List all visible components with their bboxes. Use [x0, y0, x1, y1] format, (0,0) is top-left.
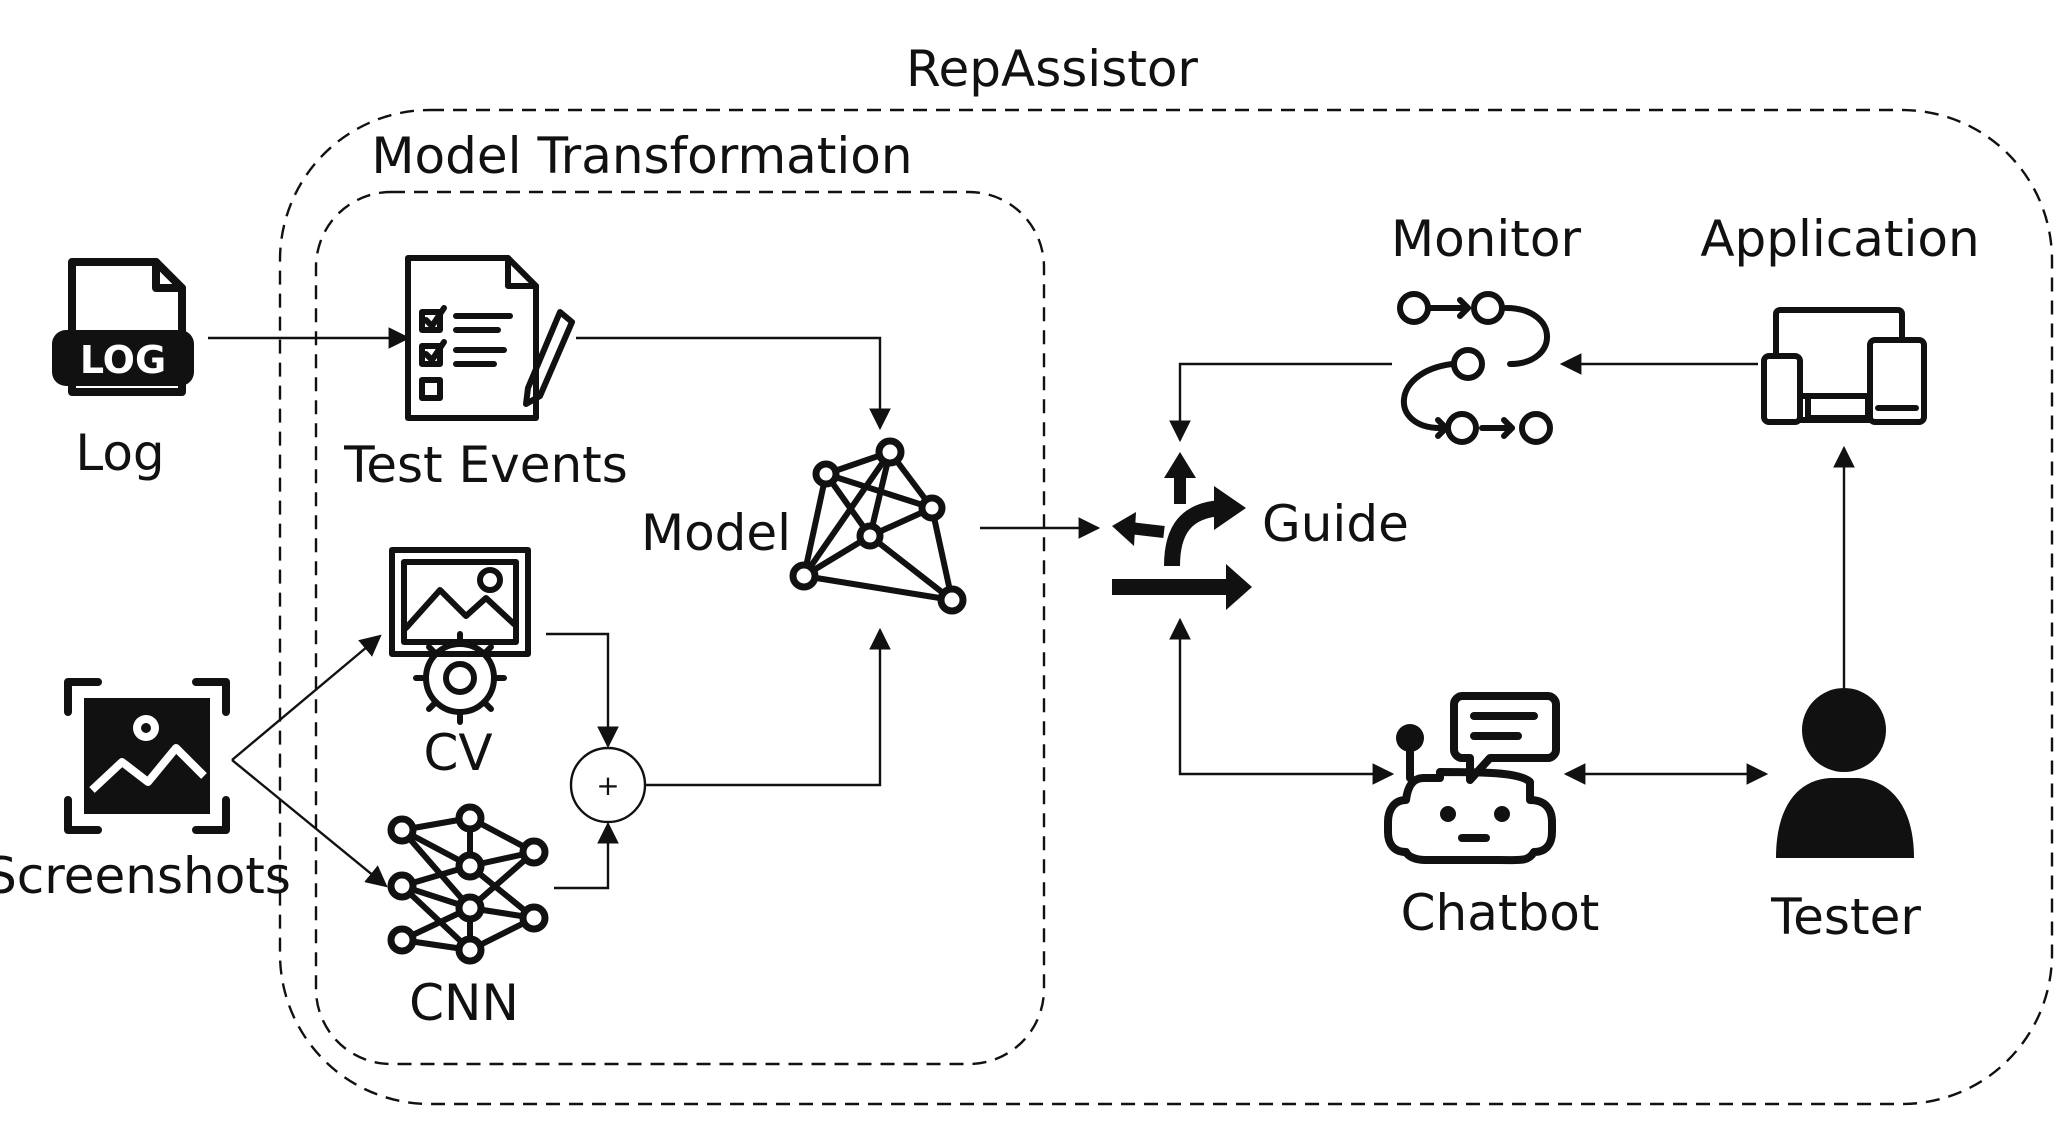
devices-icon: [1761, 307, 1927, 425]
cv-label: CV: [423, 724, 492, 782]
repassistor-title: RepAssistor: [906, 40, 1198, 98]
model-label: Model: [641, 504, 791, 562]
checklist-icon: [405, 255, 575, 421]
repassistor-frame: [278, 108, 2054, 1106]
tester-label: Tester: [1770, 888, 1921, 946]
log-file-icon: LOG: [52, 258, 194, 396]
edge-screenshots-to-cv: [231, 634, 382, 761]
directions-icon: [1112, 452, 1252, 610]
screenshot-icon: [64, 678, 230, 834]
edge-screenshots-to-cnn: [231, 759, 388, 888]
application-label: Application: [1700, 210, 1979, 268]
edge-guide-chatbot: [1169, 617, 1395, 785]
user-icon: [1776, 688, 1914, 858]
log-badge: LOG: [80, 338, 166, 382]
image-processing-icon: [389, 547, 531, 725]
robot-icon: [1384, 692, 1560, 865]
monitor-label: Monitor: [1391, 210, 1582, 268]
guide-label: Guide: [1262, 495, 1409, 553]
graph-model-icon: [789, 437, 967, 615]
edge-cv-to-combine: [546, 632, 619, 749]
edge-monitor-to-guide: [1169, 362, 1392, 443]
log-label: Log: [75, 424, 164, 482]
plus-circle-icon: +: [569, 746, 647, 824]
screenshots-label: Screenshots: [0, 847, 291, 905]
edge-test-events-to-model: [576, 336, 891, 431]
neural-network-icon: [387, 803, 549, 965]
combine-symbol: +: [596, 769, 619, 802]
test-events-label: Test Events: [343, 436, 628, 494]
workflow-icon: [1397, 291, 1553, 445]
edge-combine-to-model: [646, 627, 891, 787]
connectors: [208, 327, 1855, 890]
chatbot-label: Chatbot: [1401, 884, 1600, 942]
model-transformation-frame: [314, 190, 1046, 1066]
cnn-label: CNN: [409, 974, 519, 1032]
edge-cnn-to-combine: [554, 821, 619, 890]
model-transformation-title: Model Transformation: [371, 127, 912, 185]
